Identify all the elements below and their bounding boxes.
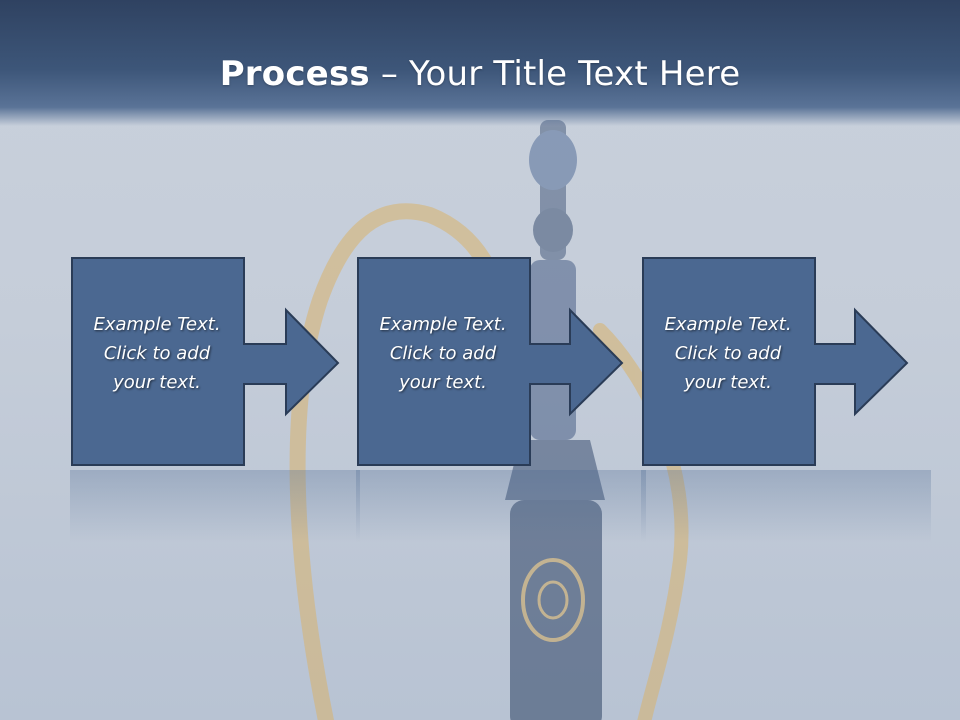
step-2-reflection	[356, 470, 646, 542]
step-1-line-1: Example Text.	[93, 314, 221, 335]
step-3-line-2: Click to add	[674, 343, 782, 364]
step-2-line-3: your text.	[399, 372, 487, 393]
process-step-1[interactable]: Example Text. Click to add your text.	[70, 256, 360, 468]
step-1-line-2: Click to add	[103, 343, 211, 364]
step-3-line-1: Example Text.	[664, 314, 792, 335]
step-1-line-3: your text.	[113, 372, 201, 393]
step-2-line-2: Click to add	[389, 343, 497, 364]
step-2-shape	[357, 257, 624, 466]
step-1-shape	[71, 257, 340, 466]
step-3-line-3: your text.	[684, 372, 772, 393]
step-2-text: Example Text. Click to add your text.	[356, 310, 530, 397]
step-3-shape	[642, 257, 909, 466]
process-step-2[interactable]: Example Text. Click to add your text.	[356, 256, 646, 468]
step-1-reflection	[70, 470, 360, 542]
step-1-text: Example Text. Click to add your text.	[70, 310, 244, 397]
slide-title[interactable]: Process – Your Title Text Here	[0, 52, 960, 96]
title-rest: – Your Title Text Here	[369, 54, 741, 94]
process-step-3[interactable]: Example Text. Click to add your text.	[641, 256, 931, 468]
step-2-line-1: Example Text.	[379, 314, 507, 335]
title-band	[0, 0, 960, 126]
step-3-reflection	[641, 470, 931, 542]
step-3-text: Example Text. Click to add your text.	[641, 310, 815, 397]
title-bold: Process	[219, 54, 370, 94]
